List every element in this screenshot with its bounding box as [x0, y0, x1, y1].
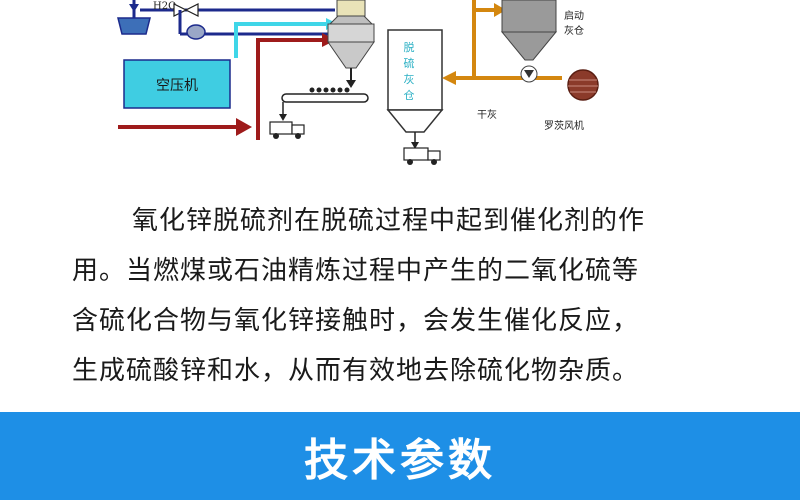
dry-ash-label: 干灰	[477, 108, 497, 121]
truck-icon	[269, 121, 305, 139]
dry-ash-arrow-icon	[442, 71, 456, 85]
h2o-label: H2O	[153, 1, 176, 12]
silo-drop-arrow-icon	[411, 142, 419, 149]
silo-char-2: 硫	[404, 56, 415, 70]
paragraph-line-4: 生成硫酸锌和水，从而有效地去除硫化物杂质。	[72, 356, 640, 386]
air-compressor-label: 空压机	[156, 78, 198, 94]
silo-char-4: 仓	[404, 88, 415, 102]
start-silo-label-1: 启动	[564, 9, 584, 22]
paragraph-line-1: 氧化锌脱硫剂在脱硫过程中起到催化剂的作	[132, 206, 646, 236]
silo-char-3: 灰	[404, 72, 415, 86]
water-tank	[117, 17, 151, 35]
air-compressor-box	[123, 59, 231, 109]
section-title: 技术参数	[304, 435, 496, 486]
air-line	[234, 22, 330, 58]
dry-ash-top-arrow-icon	[494, 3, 506, 17]
reactor-cyclone	[327, 0, 375, 69]
start-silo-label-2: 灰仓	[564, 24, 584, 37]
flue-gas-arrow-lower-icon	[236, 118, 252, 136]
silo-char-1: 脱	[404, 40, 415, 54]
valve-icon	[173, 3, 199, 17]
reactor-drop-arrow-icon	[346, 80, 356, 88]
paragraph-line-2: 用。当燃煤或石油精炼过程中产生的二氧化硫等	[72, 256, 640, 286]
roots-blower-label: 罗茨风机	[544, 119, 584, 132]
conveyor-drop-arrow-icon	[279, 114, 287, 121]
tank-inlet-arrow-icon	[129, 4, 139, 12]
paragraph-line-3: 含硫化合物与氧化锌接触时，会发生催化反应，	[72, 306, 640, 336]
section-banner: 技术参数	[0, 412, 800, 500]
roots-blower-icon	[567, 69, 599, 101]
silo-truck-icon	[403, 147, 441, 165]
rotary-valve-arrow-icon	[524, 70, 534, 78]
conveyor-icon	[281, 87, 369, 103]
flue-gas-pipe-upper	[256, 38, 325, 140]
pump-icon	[186, 24, 206, 40]
desulf-ash-silo	[386, 29, 444, 133]
start-ash-silo	[500, 0, 558, 61]
process-flow-diagram: H2O 空压机 脱 硫 灰 仓	[117, 0, 599, 165]
